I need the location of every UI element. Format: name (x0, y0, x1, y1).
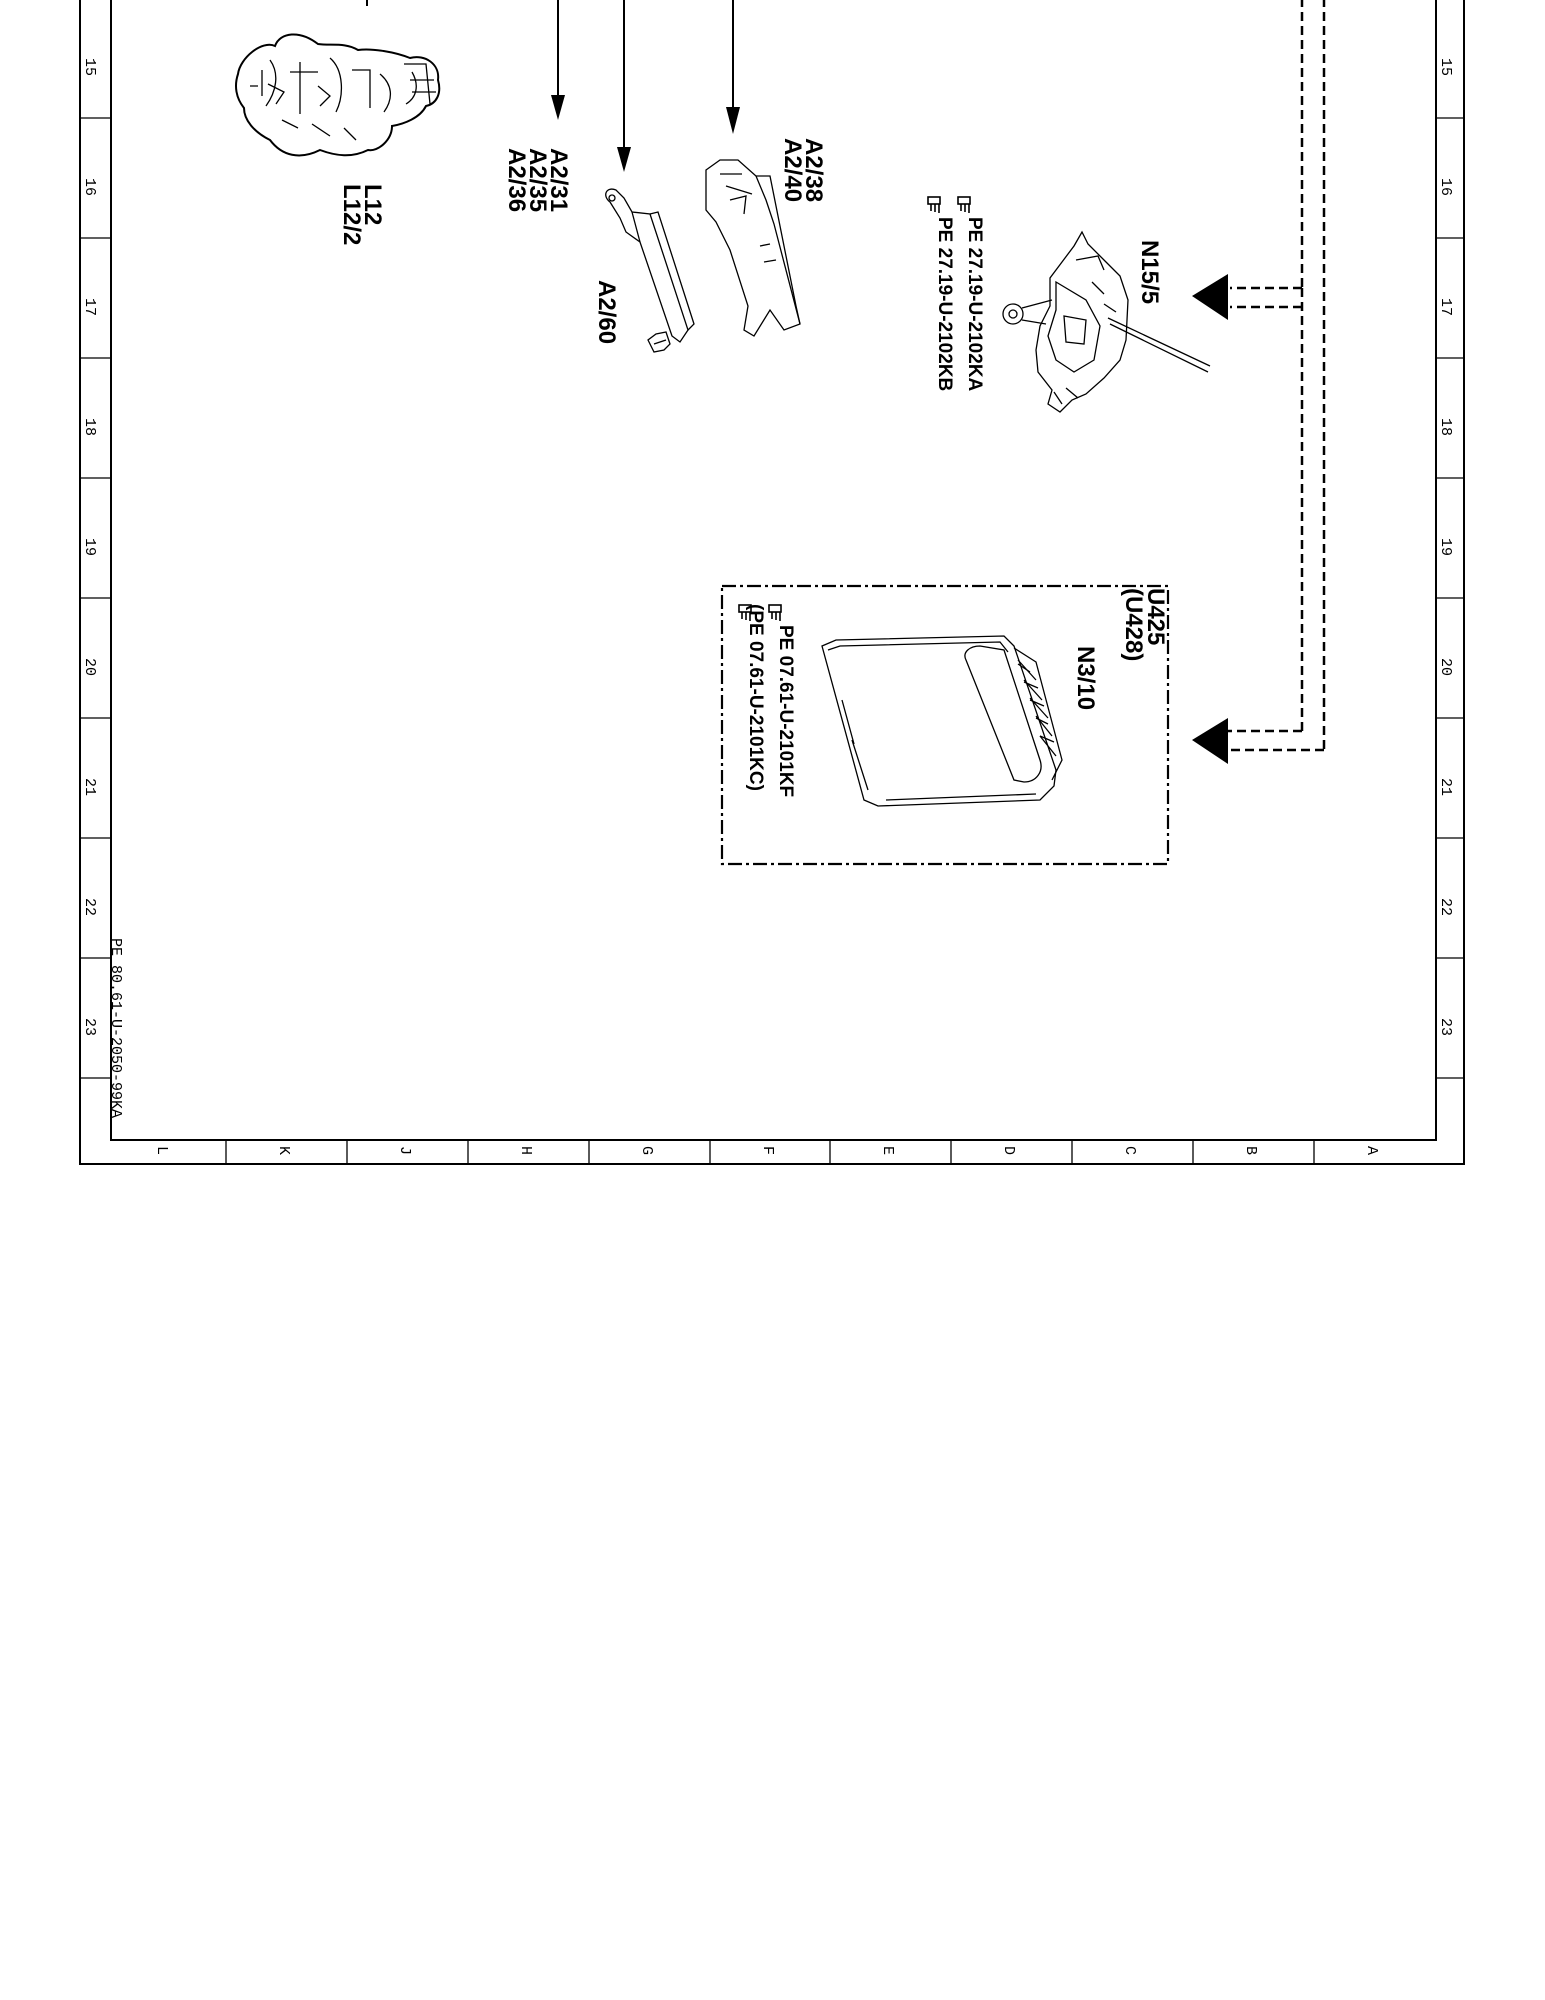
row-number: 22 (81, 898, 98, 916)
hand-pointing-icon (957, 196, 971, 214)
component-a2-31: A2/31 A2/35 A2/36 (503, 148, 572, 212)
row-number: 17 (81, 298, 98, 316)
column-letter: A (1363, 1146, 1380, 1155)
selector-module-icon (1002, 230, 1211, 413)
component-label: A2/35 (524, 148, 551, 212)
column-letter: E (879, 1146, 896, 1155)
row-number: 15 (1437, 58, 1454, 76)
column-letter: C (1121, 1146, 1138, 1155)
arrowhead-n3-10 (1192, 718, 1228, 764)
column-letter: H (517, 1146, 534, 1155)
hand-pointing-icon (927, 196, 941, 214)
component-label: A2/36 (503, 148, 530, 212)
bracket-part-icon (605, 188, 695, 353)
row-number: 23 (81, 1018, 98, 1036)
arrows-from-above (366, 0, 740, 172)
sensor-rail-icon (705, 159, 801, 337)
component-label: A2/31 (545, 148, 572, 212)
row-number: 17 (1437, 298, 1454, 316)
reference-text: (PE 07.61-U-2101KC) (745, 604, 766, 791)
component-label: N15/5 (1136, 240, 1163, 304)
column-letters: L K J H G F E D C B A (153, 1146, 1380, 1155)
component-label: A2/60 (593, 280, 620, 344)
row-number: 18 (81, 418, 98, 436)
optional-equipment-box (720, 584, 1170, 866)
component-a2-38: A2/38 A2/40 (705, 138, 827, 337)
reference-text: PE 27.19-U-2102KB (934, 217, 955, 391)
component-a2-60: A2/60 (593, 188, 695, 353)
control-unit-icon (821, 635, 1063, 807)
alternator-icon (235, 33, 441, 157)
column-letter: B (1242, 1146, 1259, 1155)
reference-text: PE 27.19-U-2102KA (964, 217, 985, 392)
component-label: A2/38 (800, 138, 827, 202)
row-numbers-left: 15 16 17 18 19 20 21 22 23 (81, 58, 98, 1036)
column-letter: D (1000, 1146, 1017, 1155)
component-l12: L12 L12/2 (235, 33, 441, 245)
row-number: 22 (1437, 898, 1454, 916)
row-number: 23 (1437, 1018, 1454, 1036)
column-letter: J (396, 1146, 413, 1155)
component-label: L12/2 (338, 184, 365, 245)
drawing-number: PE 80.61-U-2050-99KA (107, 938, 124, 1118)
component-n3-10: U425 (U428) N3/10 PE 07.61-U-2101KF (PE … (720, 584, 1170, 866)
hand-pointing-icon (768, 604, 782, 622)
row-number: 20 (1437, 658, 1454, 676)
column-letter: K (275, 1146, 292, 1155)
row-number: 18 (1437, 418, 1454, 436)
row-number: 19 (81, 538, 98, 556)
row-number: 15 (81, 58, 98, 76)
group-label: (U428) (1120, 588, 1147, 661)
dashed-connectors (1228, 0, 1326, 752)
arrowhead-n15-5 (1192, 274, 1228, 320)
component-label: N3/10 (1072, 646, 1099, 710)
reference-list: PE 27.19-U-2102KA PE 27.19-U-2102KB (927, 196, 985, 392)
drawing-frame (79, 0, 1465, 1165)
reference-list: PE 07.61-U-2101KF (PE 07.61-U-2101KC) (738, 604, 796, 797)
column-letter: L (153, 1146, 170, 1155)
component-n15-5: N15/5 PE 27.19-U-2102KA PE 27.19-U-2102K… (927, 196, 1211, 413)
row-number: 16 (1437, 178, 1454, 196)
reference-text: PE 07.61-U-2101KF (775, 625, 796, 797)
row-number: 21 (1437, 778, 1454, 796)
row-number: 21 (81, 778, 98, 796)
row-number: 20 (81, 658, 98, 676)
group-label: U425 (1142, 588, 1169, 645)
component-label: A2/40 (779, 138, 806, 202)
column-letter: G (638, 1146, 655, 1155)
row-number: 19 (1437, 538, 1454, 556)
row-number: 16 (81, 178, 98, 196)
row-numbers-right: 15 16 17 18 19 20 21 22 23 (1437, 58, 1454, 1036)
column-letter: F (759, 1146, 776, 1155)
component-label: L12 (359, 184, 386, 225)
